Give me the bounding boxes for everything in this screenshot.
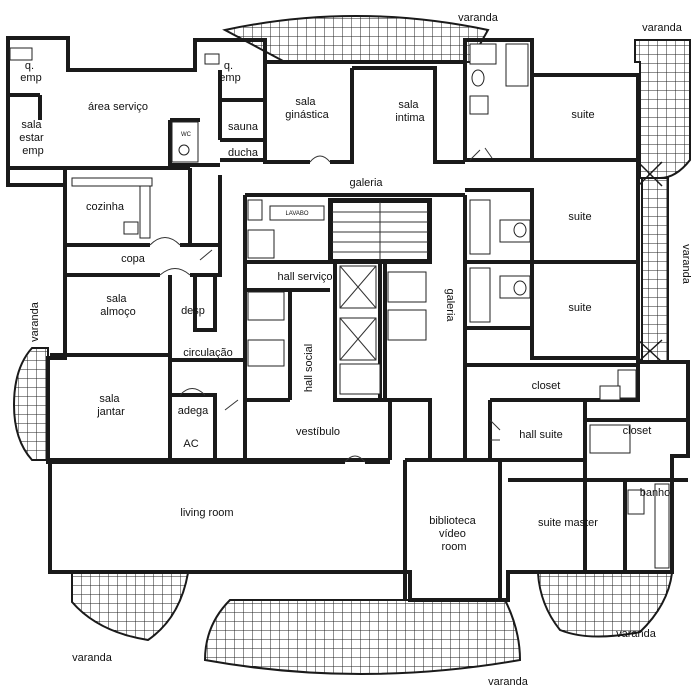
- fixtures-group: [9, 43, 670, 569]
- staircase: [331, 201, 429, 261]
- veranda-bottom-right-area: [536, 572, 674, 638]
- interior-walls-dining: [50, 273, 245, 462]
- veranda-right-area: [641, 177, 669, 364]
- interior-walls-gym: [263, 62, 467, 164]
- interior-walls-living: [50, 460, 502, 600]
- label-suite-1: suite: [571, 109, 594, 121]
- label-veranda-bottom-right: varanda: [616, 628, 657, 640]
- label-closet-2: closet: [623, 425, 652, 437]
- label-copa: copa: [121, 253, 146, 265]
- veranda-bottom-left-area: [71, 572, 190, 642]
- label-suite-2: suite: [568, 211, 591, 223]
- label-galeria-v: galeria: [444, 288, 456, 322]
- door-swings: [149, 147, 501, 463]
- label-hall-servico: hall serviço: [277, 271, 332, 283]
- label-sala-ginastica: sala ginástica: [285, 96, 329, 121]
- label-wc: WC: [181, 132, 192, 138]
- veranda-top-area: [222, 15, 490, 63]
- interior-walls-master: [405, 363, 688, 572]
- label-veranda-bottom-left: varanda: [72, 652, 113, 664]
- label-banho: banho: [640, 487, 671, 499]
- label-veranda-left: varanda: [29, 301, 41, 342]
- label-vestibulo: vestíbulo: [296, 426, 340, 438]
- veranda-left-area: [12, 347, 49, 461]
- interior-walls-suites: [465, 75, 638, 360]
- label-ac: AC: [183, 438, 198, 450]
- label-galeria-h: galeria: [349, 177, 383, 189]
- veranda-bottom-center-area: [203, 599, 522, 675]
- label-suite-3: suite: [568, 302, 591, 314]
- label-biblioteca: biblioteca vídeo room: [429, 515, 479, 553]
- label-lavabo: LAVABO: [285, 211, 308, 217]
- label-hall-suite: hall suite: [519, 429, 562, 441]
- label-cozinha: cozinha: [86, 201, 125, 213]
- label-sala-estar-emp: sala estar emp: [19, 119, 47, 157]
- label-sauna: sauna: [228, 121, 259, 133]
- label-q-emp-1: q. emp: [20, 60, 41, 84]
- label-circulacao: circulação: [183, 347, 233, 359]
- label-veranda-bottom-center: varanda: [488, 676, 529, 688]
- elevators: [339, 265, 427, 361]
- veranda-top-right-area: [634, 39, 691, 179]
- label-adega: adega: [178, 405, 209, 417]
- label-living-room: living room: [180, 507, 233, 519]
- label-suite-master: suite master: [538, 517, 598, 529]
- outer-wall: [6, 36, 690, 602]
- label-veranda-right: varanda: [680, 244, 692, 285]
- label-desp: desp: [181, 305, 205, 317]
- label-area-servico: área serviço: [88, 101, 148, 113]
- label-sala-almoco: sala almoço: [100, 293, 135, 318]
- veranda-corner-marks: [637, 161, 663, 363]
- label-ducha: ducha: [228, 147, 259, 159]
- label-q-emp-2: q. emp: [219, 60, 240, 84]
- label-closet-1: closet: [532, 380, 561, 392]
- label-sala-jantar: sala jantar: [96, 393, 125, 418]
- label-veranda-top-right: varanda: [642, 22, 683, 34]
- label-hall-social: hall social: [303, 344, 315, 392]
- label-veranda-top: varanda: [458, 12, 499, 24]
- label-sala-intima: sala intima: [395, 99, 425, 124]
